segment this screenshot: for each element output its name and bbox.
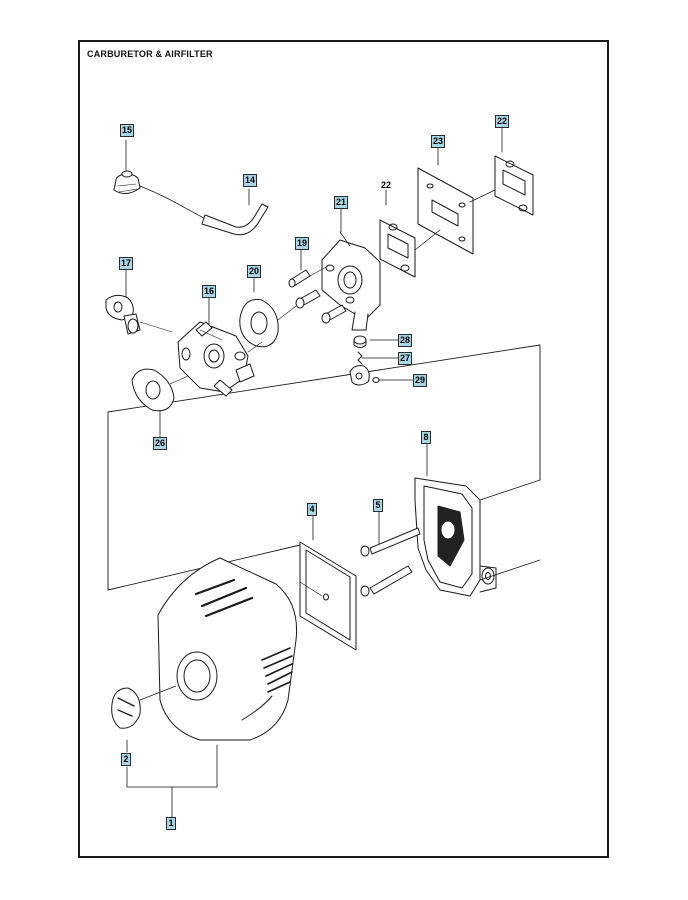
part-26-gasket bbox=[131, 368, 189, 412]
part-22-gasket-right bbox=[469, 155, 534, 216]
callout-15: 15 bbox=[120, 124, 135, 137]
part-19-screws bbox=[288, 265, 347, 324]
part-16-carburetor bbox=[177, 321, 263, 397]
callout-4: 4 bbox=[307, 503, 317, 516]
part-28-nut bbox=[353, 335, 367, 348]
callout-27: 27 bbox=[398, 352, 413, 365]
callout-16: 16 bbox=[202, 285, 217, 298]
part-27-spring bbox=[357, 351, 363, 365]
part-1-airfilter-cover bbox=[157, 557, 298, 741]
assembly-boundary-lines bbox=[107, 344, 541, 591]
part-14-fuel-hose bbox=[139, 185, 269, 236]
part-22-gasket-middle bbox=[379, 219, 441, 278]
callout-19: 19 bbox=[295, 237, 310, 250]
diagram-frame bbox=[78, 40, 609, 858]
part-20-carb-gasket bbox=[239, 298, 297, 348]
part-15-primer-bulb bbox=[113, 170, 141, 194]
callout-29: 29 bbox=[413, 374, 428, 387]
callout-22-middle: 22 bbox=[381, 180, 392, 190]
callout-8: 8 bbox=[421, 431, 431, 444]
part-5-bolts bbox=[360, 527, 421, 597]
part-2-knob bbox=[111, 685, 177, 729]
callout-2: 2 bbox=[121, 753, 131, 766]
part-8-airfilter-base bbox=[414, 477, 541, 597]
part-29-screw-and-bracket bbox=[349, 365, 380, 386]
part-4-filter-element bbox=[299, 541, 357, 651]
callout-1: 1 bbox=[166, 817, 176, 830]
page-title: CARBURETOR & AIRFILTER bbox=[87, 49, 213, 59]
callout-22-right: 22 bbox=[495, 115, 510, 128]
callout-28: 28 bbox=[398, 334, 413, 347]
callout-5: 5 bbox=[373, 499, 383, 512]
callout-26: 26 bbox=[153, 437, 168, 450]
callout-23: 23 bbox=[431, 135, 446, 148]
callout-14: 14 bbox=[243, 174, 258, 187]
part-21-intake-adapter bbox=[321, 231, 381, 331]
part-17-choke-knob bbox=[105, 294, 173, 335]
part-23-insulator-plate bbox=[417, 167, 474, 255]
callout-20: 20 bbox=[247, 265, 262, 278]
callout-21: 21 bbox=[334, 196, 349, 209]
callout-17: 17 bbox=[119, 257, 134, 270]
